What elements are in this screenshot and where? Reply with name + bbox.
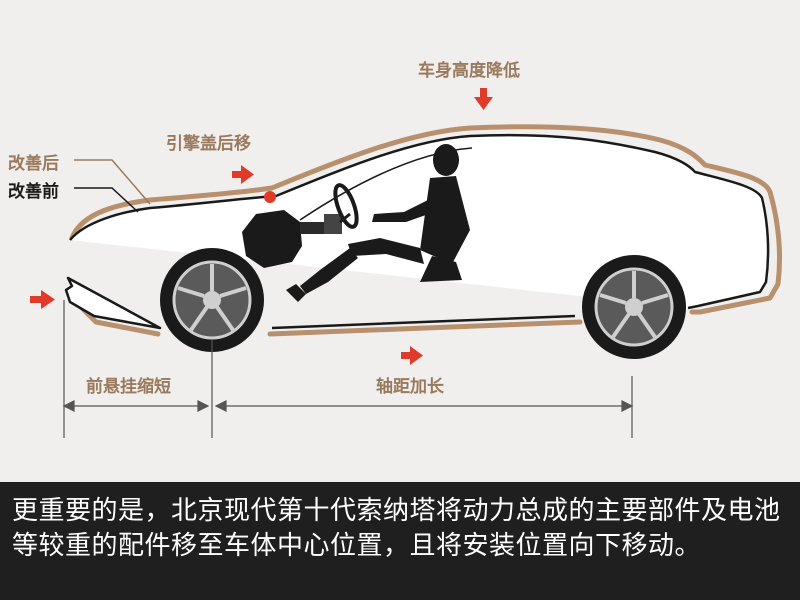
right-arrow-icon <box>232 165 254 184</box>
right-arrow-icon <box>401 346 423 365</box>
driver-figure <box>286 144 470 302</box>
label-hood-back: 引擎盖后移 <box>166 134 251 154</box>
dimension-lines <box>62 300 634 438</box>
label-front-overhang: 前悬挂缩短 <box>86 377 171 397</box>
right-arrow-icon <box>30 290 55 309</box>
caption-text: 更重要的是，北京现代第十代索纳塔将动力总成的主要部件及电池等较重的配件移至车体中… <box>0 482 800 600</box>
rear-wheel <box>582 255 686 359</box>
hood-point-dot <box>264 191 276 203</box>
car-diagram-svg <box>30 88 783 438</box>
steering-wheel <box>333 183 359 229</box>
engine <box>242 210 351 268</box>
before-leader-line <box>74 187 139 213</box>
after-leader-line <box>74 159 151 205</box>
down-arrow-icon <box>474 88 493 110</box>
label-improved-after: 改善后 <box>8 154 59 174</box>
car-diagram: 车身高度降低 引擎盖后移 改善后 改善前 前悬挂缩短 轴距加长 <box>8 61 783 438</box>
front-wheel <box>160 248 264 352</box>
label-wheelbase: 轴距加长 <box>376 377 444 397</box>
label-body-lower: 车身高度降低 <box>418 61 520 81</box>
label-improved-before: 改善前 <box>8 182 59 202</box>
